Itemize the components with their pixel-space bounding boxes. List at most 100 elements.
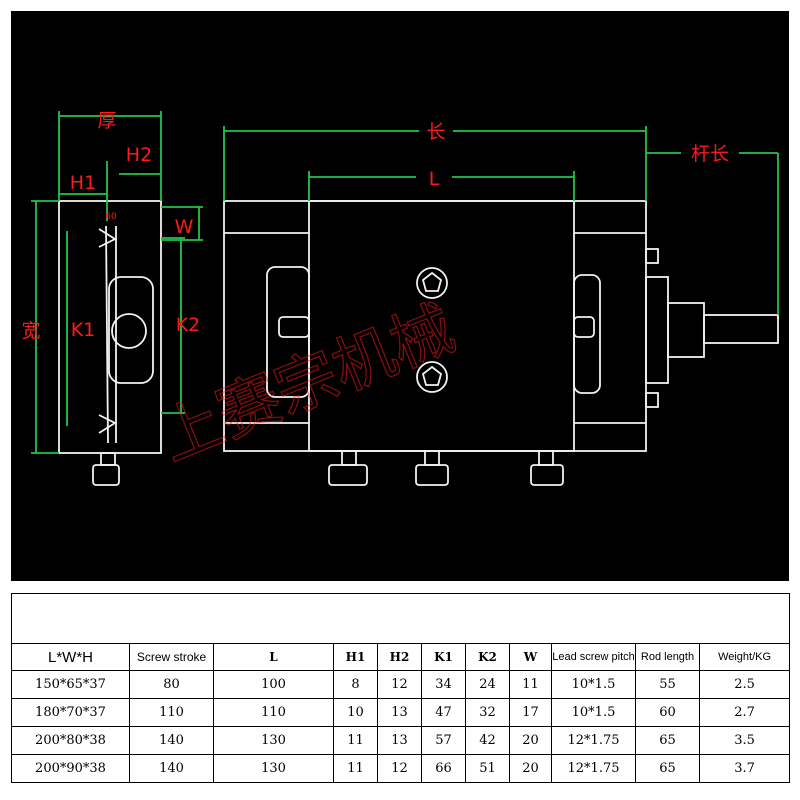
table-cell: 12 [377, 754, 422, 783]
label-l: L [429, 168, 440, 190]
table-cell: 11 [333, 754, 378, 783]
table-cell: 57 [421, 726, 466, 756]
dim-width [31, 200, 59, 454]
table-cell: 42 [465, 726, 510, 756]
table-cell: 2.7 [698, 698, 791, 728]
table-cell: 65 [635, 754, 700, 783]
dim-rod-length [646, 152, 779, 315]
dim-h1 [59, 161, 108, 221]
table-cell: 55 [635, 670, 700, 700]
label-k2: K2 [176, 314, 201, 336]
right-slot [573, 274, 601, 394]
table-row: 200*80*38 140 130 11 13 57 42 20 12*1.75… [11, 726, 791, 756]
table-cell: 13 [377, 726, 422, 756]
bolt-head-top [416, 267, 448, 299]
dim-thickness [58, 111, 162, 201]
drawing-canvas: 厚 H1 H2 W 宽 K1 K2 60 [21, 110, 779, 486]
dim-k2 [161, 237, 185, 414]
table-cell: 130 [213, 754, 334, 783]
label-width: 宽 [21, 320, 40, 342]
table-cell: 60 [635, 698, 700, 728]
dim-w [161, 206, 203, 241]
side-view: 厚 H1 H2 W 宽 K1 K2 60 [21, 110, 203, 486]
header-cell: H2 [377, 642, 422, 672]
table-row: 150*65*37 80 100 8 12 34 24 11 10*1.5 55… [11, 670, 791, 700]
header-cell: Screw stroke [129, 642, 214, 672]
table-cell: 11 [333, 726, 378, 756]
table-cell: 47 [421, 698, 466, 728]
front-view: 长 L 杆长 [223, 121, 779, 486]
label-length: 长 [426, 121, 445, 143]
header-cell: Lead screw pitch [551, 642, 636, 672]
table-cell: 12*1.75 [551, 726, 636, 756]
table-header-row: L*W*H Screw stroke L H1 H2 K1 K2 W Lead … [11, 642, 791, 672]
bolt-head-bottom [416, 361, 448, 393]
side-slot [108, 276, 154, 384]
end-nub-top [645, 248, 659, 264]
header-cell: Rod length [635, 642, 700, 672]
header-cell: L [213, 642, 334, 672]
end-nub-bottom [645, 392, 659, 408]
table-cell: 17 [509, 698, 552, 728]
label-h2: H2 [126, 144, 152, 166]
foot-1 [328, 450, 368, 486]
table-cell: 140 [129, 754, 214, 783]
table-cell: 66 [421, 754, 466, 783]
table-cell: 10*1.5 [551, 670, 636, 700]
table-cell: 12 [377, 670, 422, 700]
table-cell: 3.7 [698, 754, 791, 783]
left-slot-key [278, 316, 310, 338]
table-cell: 80 [129, 670, 214, 700]
table-cell: 8 [333, 670, 378, 700]
table-cell: 110 [129, 698, 214, 728]
foot-3 [530, 450, 564, 486]
table-cell: 65 [635, 726, 700, 756]
side-dovetail-bottom [98, 414, 117, 434]
bolt-hex-top [421, 271, 443, 292]
label-h1: H1 [70, 172, 96, 194]
label-angle: 60 [105, 212, 117, 222]
header-cell: W [509, 642, 552, 672]
table-cell: 180*70*37 [11, 698, 130, 728]
table-cell: 200*80*38 [11, 726, 130, 756]
table-cell: 3.5 [698, 726, 791, 756]
label-k1: K1 [71, 319, 96, 341]
foot-2 [415, 450, 449, 486]
technical-drawing: 厚 H1 H2 W 宽 K1 K2 60 [11, 11, 789, 581]
table-cell: 20 [509, 754, 552, 783]
end-cap [645, 276, 669, 384]
label-rod-length: 杆长 [691, 143, 729, 165]
table-cell: 150*65*37 [11, 670, 130, 700]
bolt-hex-bottom [421, 365, 443, 386]
table-cell: 20 [509, 726, 552, 756]
header-cell: Weight/KG [698, 642, 791, 672]
table-cell: 13 [377, 698, 422, 728]
label-thickness: 厚 [97, 110, 116, 132]
table-cell: 200*90*38 [11, 754, 130, 783]
table-row: 180*70*37 110 110 10 13 47 32 17 10*1.5 … [11, 698, 791, 728]
table-cell: 10*1.5 [551, 698, 636, 728]
side-dovetail-line [105, 225, 109, 444]
table-cell: 2.5 [698, 670, 791, 700]
table-cell: 24 [465, 670, 510, 700]
table-cell: 10 [333, 698, 378, 728]
side-foot-stem [100, 452, 116, 466]
lead-screw-rod [703, 314, 779, 344]
side-foot [92, 464, 120, 486]
table-cell: 12*1.75 [551, 754, 636, 783]
table-cell: 100 [213, 670, 334, 700]
spec-table: L*W*H Screw stroke L H1 H2 K1 K2 W Lead … [10, 593, 791, 783]
table-cell: 34 [421, 670, 466, 700]
right-slot-key [573, 316, 595, 338]
screw-collar [667, 302, 705, 358]
front-guide-lines [224, 232, 646, 424]
table-row: 200*90*38 140 130 11 12 66 51 20 12*1.75… [11, 754, 791, 783]
side-dovetail-top [98, 228, 117, 248]
table-cell: 130 [213, 726, 334, 756]
table-cell: 11 [509, 670, 552, 700]
table-cell: 51 [465, 754, 510, 783]
table-cell: 110 [213, 698, 334, 728]
table-cell: 32 [465, 698, 510, 728]
table-title-row [10, 593, 791, 644]
header-cell: K1 [421, 642, 466, 672]
